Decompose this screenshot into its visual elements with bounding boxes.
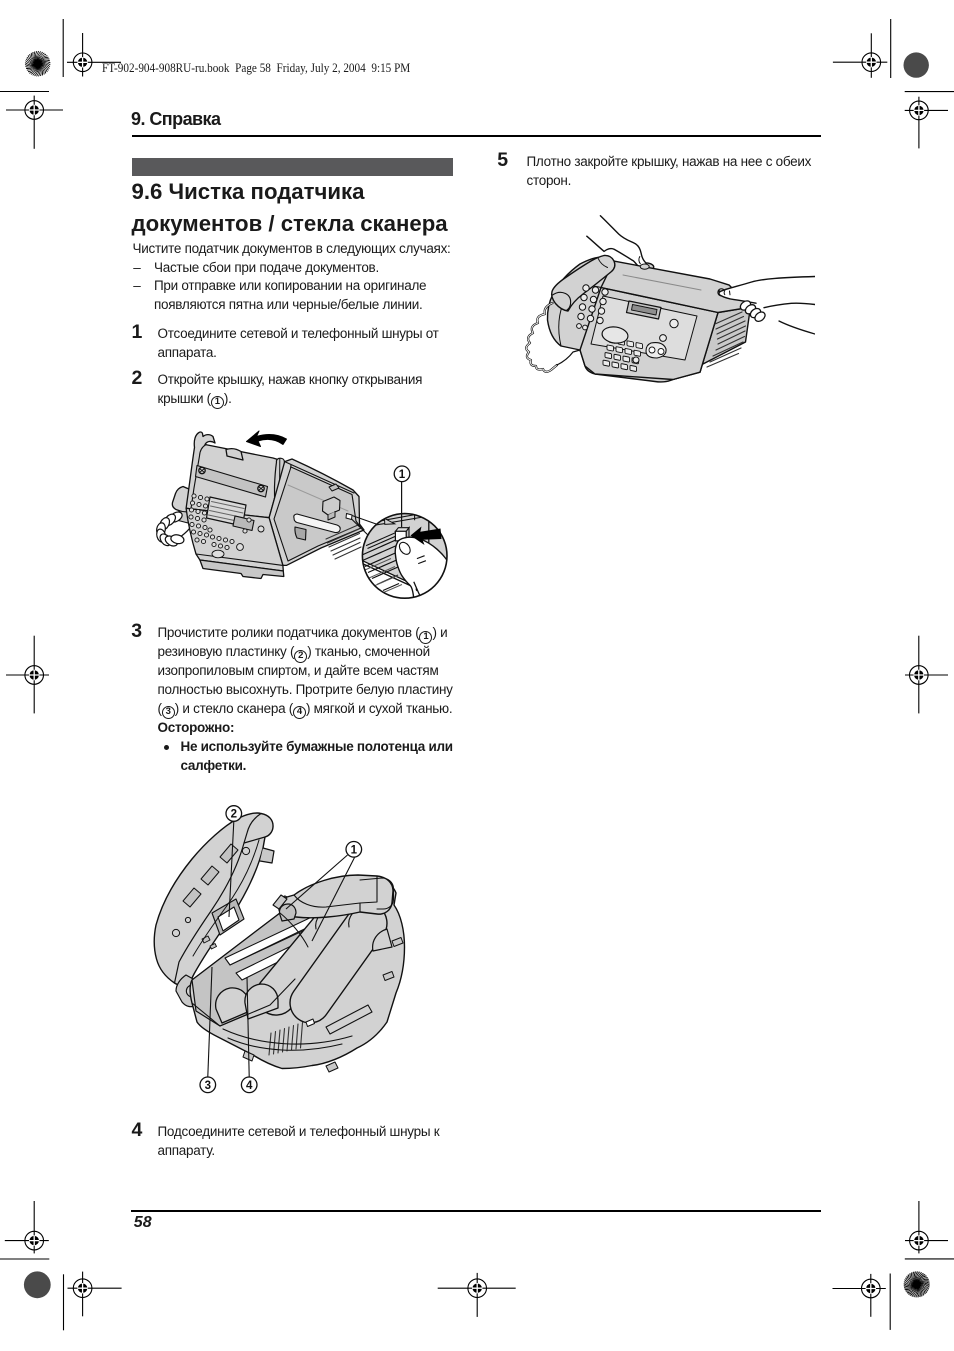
svg-text:1: 1 xyxy=(399,469,406,481)
svg-text:2: 2 xyxy=(231,809,237,821)
svg-text:1: 1 xyxy=(351,845,358,857)
svg-text:3: 3 xyxy=(205,1080,211,1092)
svg-text:4: 4 xyxy=(246,1080,253,1092)
